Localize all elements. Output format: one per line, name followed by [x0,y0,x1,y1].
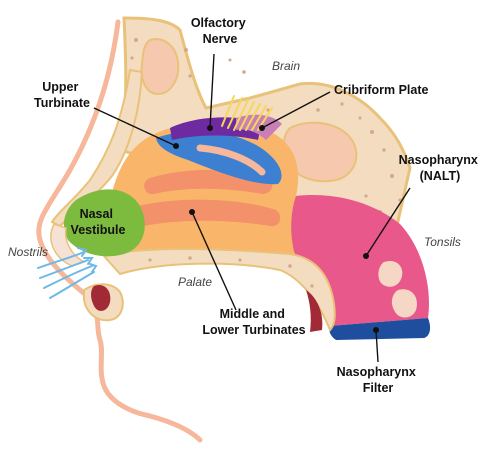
nasal-vestibule [63,189,145,257]
upper-turbinate-label-line2: Turbinate [34,96,90,110]
leader-lines [93,53,411,363]
nasopharynx-nalt-label: Nasopharynx (NALT) [399,153,482,183]
nasopharynx-nalt-label-line2: (NALT) [420,169,461,183]
nasopharynx-nalt-label-line1: Nasopharynx [399,153,478,167]
palate-texture [148,256,314,288]
lip-muscle [91,284,111,311]
nasal-vestibule-label-line1: Nasal [80,207,113,221]
nasopharynx-filter [329,318,431,340]
tonsil-tissue-lower [391,289,418,318]
upper-turbinate-label: Upper Turbinate [34,80,90,110]
nasopharynx-filter-label-line2: Filter [363,381,394,395]
middle-lower-turbinates-label: Middle and Lower Turbinates [202,307,305,337]
airflow-arrows [37,247,98,299]
palate [102,248,336,332]
middle-lower-turbinates-label-line1: Middle and [220,307,285,321]
upper-turbinate [156,131,282,185]
upper-turbinate-label-line1: Upper [42,80,78,94]
cribriform-plate-label: Cribriform Plate [334,83,429,97]
middle-lower-turbinates-label-line2: Lower Turbinates [202,323,305,337]
nostrils-label: Nostrils [8,245,48,259]
tonsils-label: Tonsils [424,235,461,249]
frontal-sinus [140,38,180,96]
oral-cavity-muscle [306,290,323,332]
olfactory-nerve-label-line2: Nerve [203,32,238,46]
nasal-vestibule-label-line2: Vestibule [71,223,126,237]
palate-label: Palate [178,275,212,289]
lower-turbinate [132,199,281,227]
olfactory-nerve-fibers [221,95,273,131]
nasopharynx-filter-label: Nasopharynx Filter [337,365,420,395]
leader-dots [173,125,379,333]
olfactory-nerve-label-line1: Olfactory [191,16,246,30]
tonsil-tissue [378,260,403,287]
bone-texture [130,38,402,214]
brain-label: Brain [272,59,300,73]
olfactory-nerve-label: Olfactory Nerve [191,16,249,46]
nasal-vestibule-label: Nasal Vestibule [71,207,126,237]
upper-turbinate-highlight [196,144,266,176]
nasopharynx-filter-label-line1: Nasopharynx [337,365,416,379]
